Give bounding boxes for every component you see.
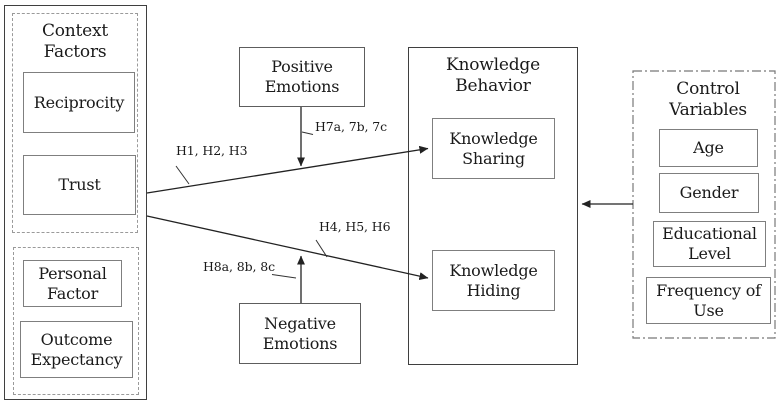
tick-h4-h5-h6 [315,239,328,258]
hypothesis-label-h4-h5-h6: H4, H5, H6 [319,219,391,234]
tick-h7 [301,131,314,135]
left-panel-box [4,5,147,400]
node-trust: Trust [23,155,136,215]
knowledge-behavior-group [408,47,578,365]
context-factors-group [12,13,138,233]
node-personal-factor: Personal Factor [23,260,122,307]
node-gender: Gender [659,173,759,213]
personal-factor-group [13,247,139,395]
knowledge-behavior-title: Knowledge Behavior [446,55,540,96]
node-positive-emotions: Positive Emotions [239,47,365,107]
hypothesis-label-h8: H8a, 8b, 8c [203,259,276,274]
hypothesis-label-h1-h2-h3: H1, H2, H3 [176,143,248,158]
node-educational-level: Educational Level [653,221,766,267]
node-knowledge-sharing: Knowledge Sharing [432,118,555,179]
hypothesis-label-h7: H7a, 7b, 7c [315,119,388,134]
tick-h8 [271,274,297,279]
node-outcome-expectancy: Outcome Expectancy [20,321,133,378]
control-variables-title: Control Variables [669,79,747,120]
node-knowledge-hiding: Knowledge Hiding [432,250,555,311]
node-reciprocity: Reciprocity [23,72,135,133]
context-factors-title: Context Factors [41,21,109,62]
node-negative-emotions: Negative Emotions [239,303,361,364]
node-age: Age [659,129,758,167]
node-frequency-of-use: Frequency of Use [646,277,771,324]
tick-h1-h2-h3 [175,165,190,185]
